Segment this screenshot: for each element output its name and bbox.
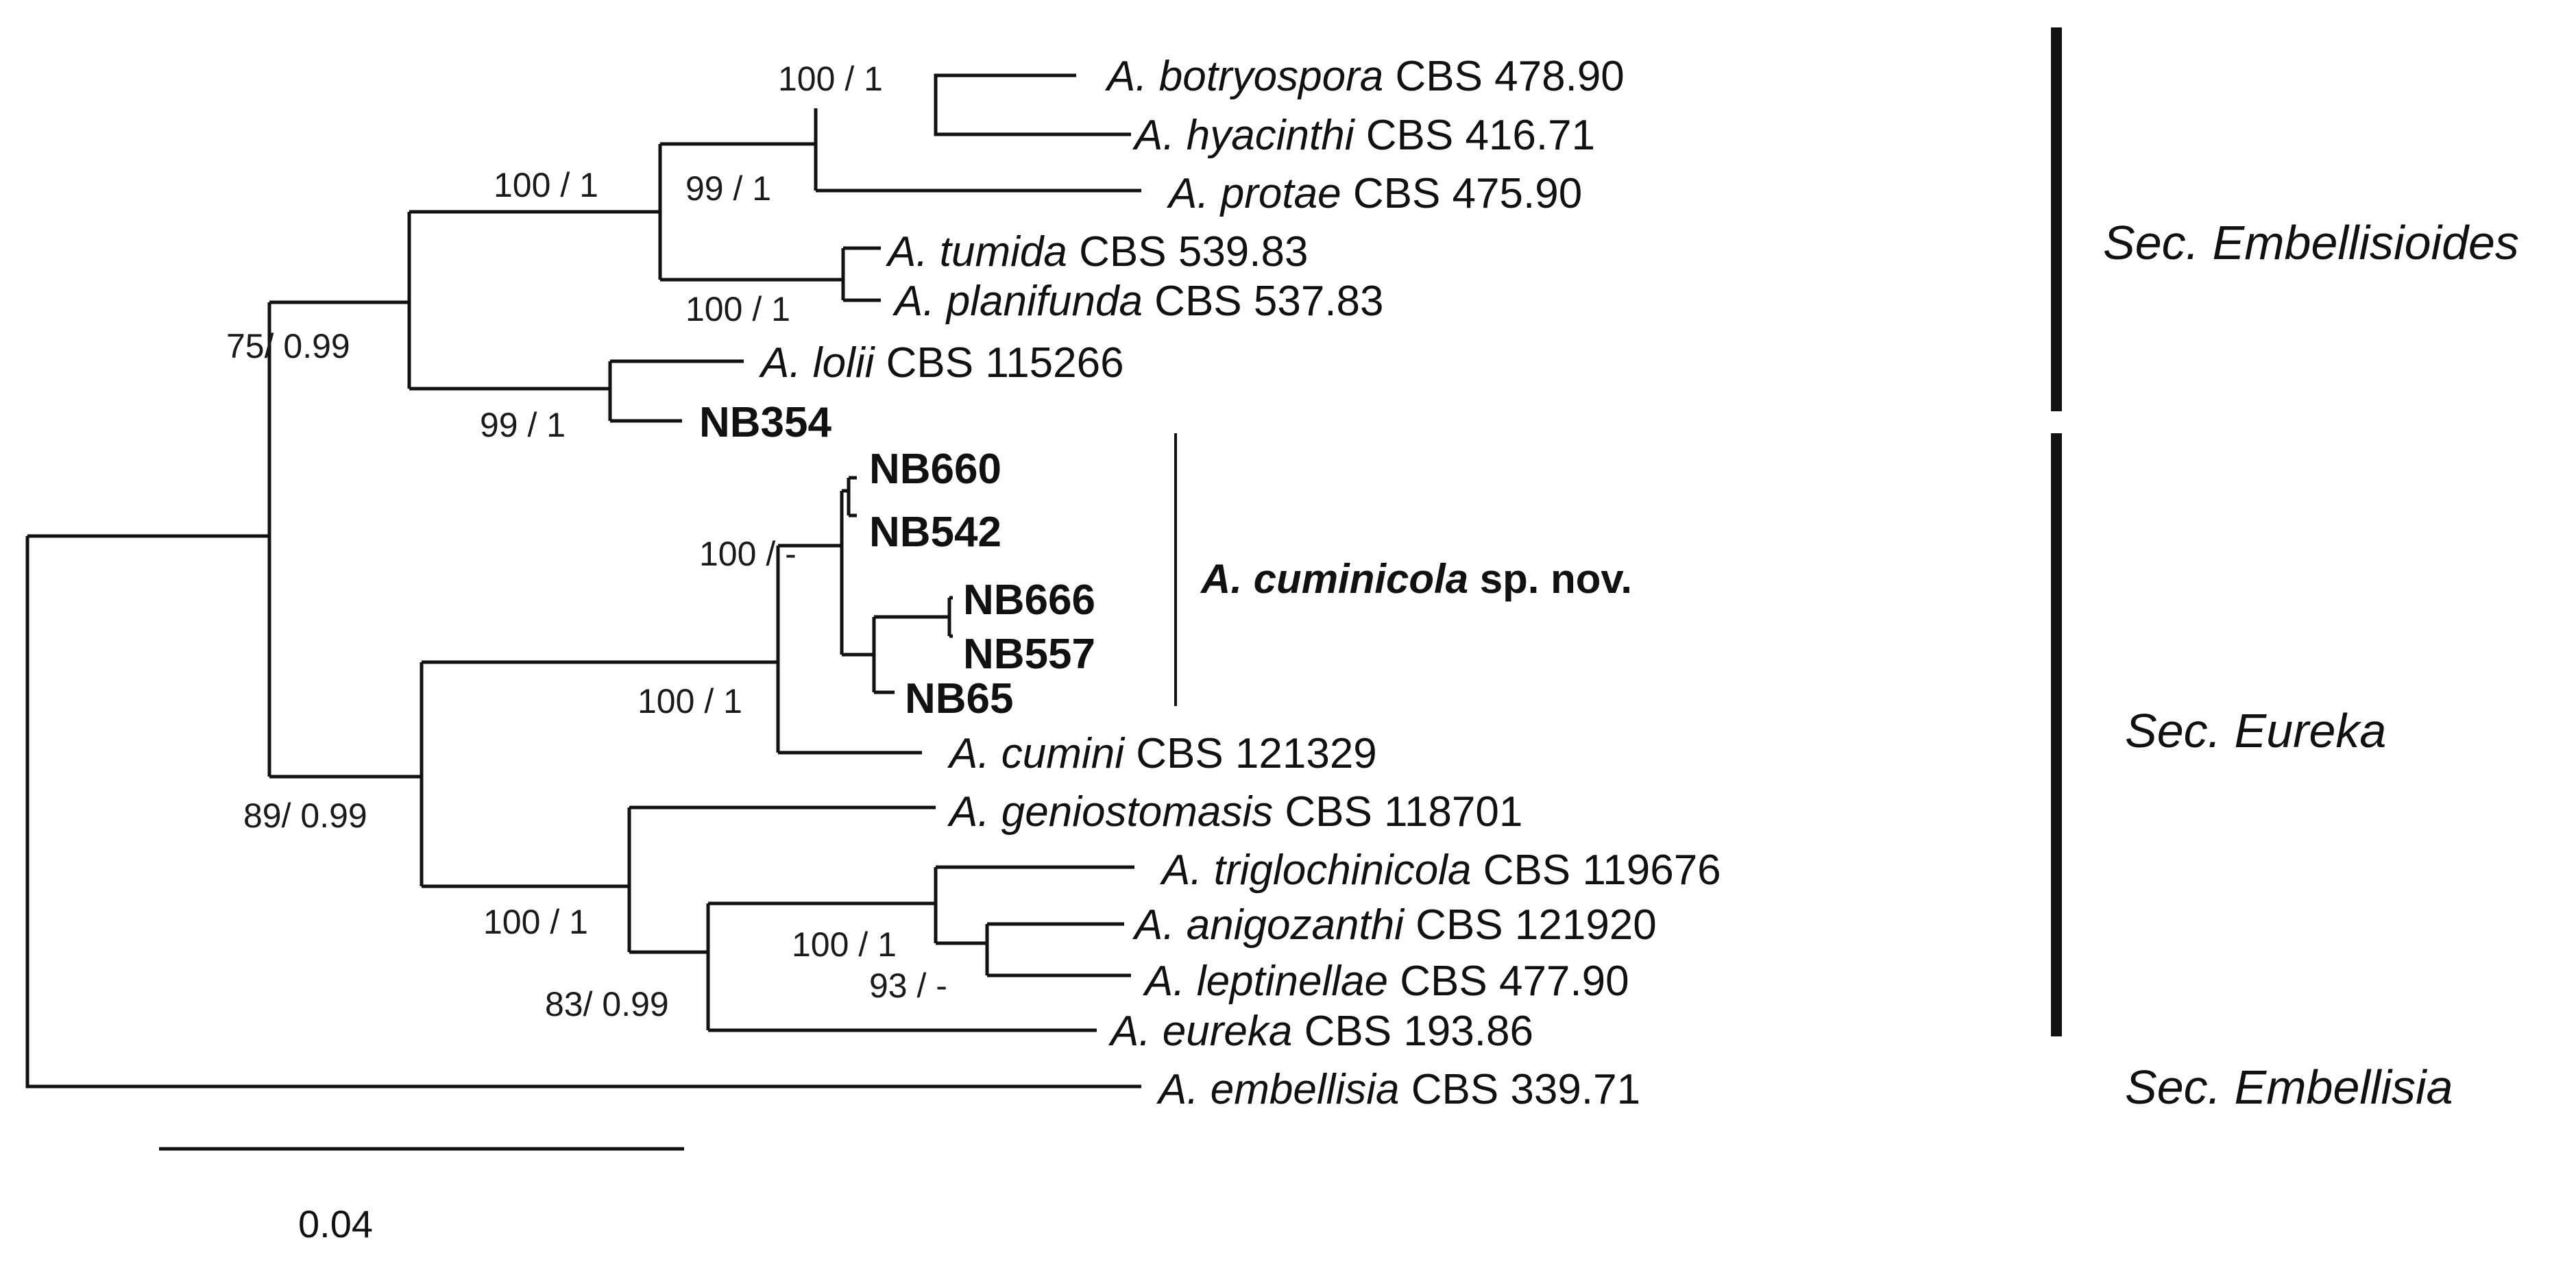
taxon-embellisia: A. embellisia CBS 339.71 xyxy=(1156,1066,1640,1113)
taxon-anigozanthi: A. anigozanthi CBS 121920 xyxy=(1132,901,1657,949)
taxon-eureka: A. eureka CBS 193.86 xyxy=(1108,1008,1533,1055)
taxon-protae: A. protae CBS 475.90 xyxy=(1166,170,1582,217)
taxon-nb666: NB666 xyxy=(963,576,1095,624)
taxon-nb354: NB354 xyxy=(699,399,832,446)
support-botry-hyac: 100 / 1 xyxy=(778,60,883,98)
support-cuminicola: 100 / - xyxy=(699,535,797,573)
taxon-leptinellae: A. leptinellae CBS 477.90 xyxy=(1142,958,1629,1005)
support-trigl-clade: 100 / 1 xyxy=(792,925,897,964)
tree-branches xyxy=(25,73,1141,1089)
scale-bar: 0.04 xyxy=(159,1147,684,1245)
taxon-triglochinicola: A. triglochinicola CBS 119676 xyxy=(1159,847,1721,894)
support-eureka-inner: 83/ 0.99 xyxy=(545,985,669,1023)
support-tumida-planifunda: 100 / 1 xyxy=(685,290,790,328)
support-values: 100 / 1 99 / 1 100 / 1 100 / 1 75/ 0.99 … xyxy=(226,60,947,1023)
support-embellisioides-upper: 100 / 1 xyxy=(494,166,598,204)
taxon-hyacinthi: A. hyacinthi CBS 416.71 xyxy=(1132,112,1595,159)
support-geniostomasis-clade: 100 / 1 xyxy=(483,903,588,941)
support-lolii-nb354: 99 / 1 xyxy=(480,406,566,444)
taxon-nb542: NB542 xyxy=(869,509,1001,556)
taxon-lolii: A. lolii CBS 115266 xyxy=(758,339,1124,387)
taxon-nb65: NB65 xyxy=(905,675,1014,722)
taxon-geniostomasis: A. geniostomasis CBS 118701 xyxy=(947,788,1522,836)
taxon-planifunda: A. planifunda CBS 537.83 xyxy=(892,278,1384,325)
support-eureka-root: 89/ 0.99 xyxy=(243,797,367,835)
section-label-embellisia: Sec. Embellisia xyxy=(2125,1060,2453,1114)
section-bars: Sec. Embellisioides Sec. Eureka Sec. Emb… xyxy=(2051,27,2519,1114)
taxon-tumida: A. tumida CBS 539.83 xyxy=(885,228,1308,276)
tip-labels: A. botryospora CBS 478.90 A. hyacinthi C… xyxy=(699,53,1721,1113)
taxon-nb660: NB660 xyxy=(869,446,1001,493)
taxon-nb557: NB557 xyxy=(963,631,1095,678)
taxon-botryospora: A. botryospora CBS 478.90 xyxy=(1104,53,1625,100)
scale-bar-label: 0.04 xyxy=(298,1202,373,1245)
support-cumini-clade: 100 / 1 xyxy=(637,682,742,720)
section-label-embellisioides: Sec. Embellisioides xyxy=(2103,216,2519,269)
taxon-cumini: A. cumini CBS 121329 xyxy=(947,730,1377,777)
cuminicola-label: A. cuminicola sp. nov. xyxy=(1200,556,1632,602)
section-label-eureka: Sec. Eureka xyxy=(2125,704,2386,757)
new-species-bracket: A. cuminicola sp. nov. xyxy=(1174,433,1632,706)
support-embellisioides-root: 75/ 0.99 xyxy=(226,327,350,365)
support-anig-lept: 93 / - xyxy=(869,967,947,1005)
support-protae-clade: 99 / 1 xyxy=(685,169,771,208)
